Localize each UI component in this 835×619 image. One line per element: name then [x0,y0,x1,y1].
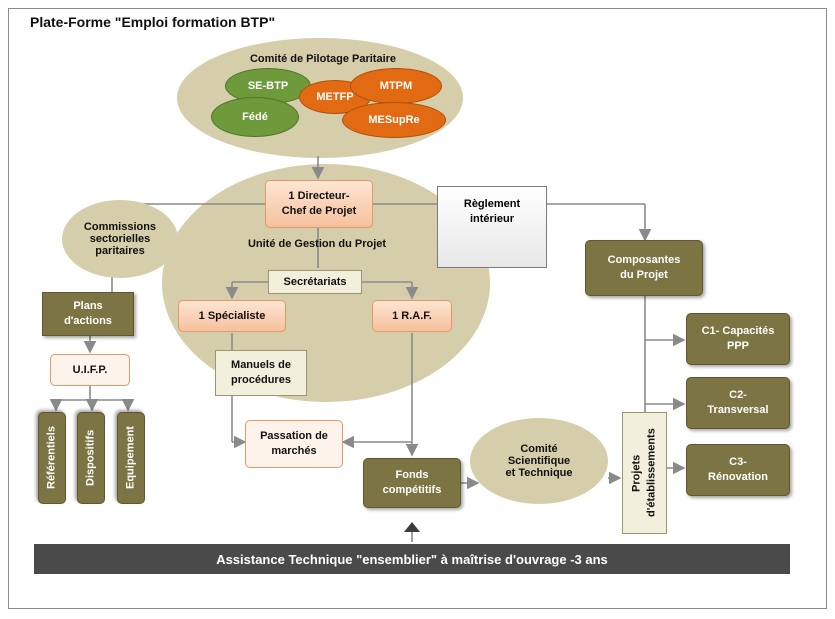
plans-box: Plans d'actions [42,292,134,336]
component-c1: C1- Capacités PPP [686,313,790,365]
assistance-banner: Assistance Technique "ensemblier" à maît… [34,544,790,574]
dispositifs-box: Dispositifs [77,412,105,504]
directeur-box: 1 Directeur- Chef de Projet [265,180,373,228]
specialiste-box: 1 Spécialiste [178,300,286,332]
member-fede: Fédé [211,97,299,137]
reglement-doc: Règlement intérieur [437,186,547,268]
reglement-label: Règlement intérieur [463,198,521,225]
composantes-box: Composantes du Projet [585,240,703,296]
referentiels-box: Référentiels [38,412,66,504]
diagram-title: Plate-Forme "Emploi formation BTP" [30,14,276,30]
member-mtpm: MTPM [350,68,442,104]
pilotage-label: Comité de Pilotage Paritaire [249,53,397,65]
raf-box: 1 R.A.F. [372,300,452,332]
uifp-box: U.I.F.P. [50,354,130,386]
manuels-box: Manuels de procédures [215,350,307,396]
equipement-box: Equipement [117,412,145,504]
member-mesupre: MESupRe [342,102,446,138]
commissions-ellipse: Commissions sectorielles paritaires [62,200,178,278]
fonds-box: Fonds compétitifs [363,458,461,508]
passation-box: Passation de marchés [245,420,343,468]
projets-box: Projets d'établissements [622,412,667,534]
secretariats-box: Secrétariats [268,270,362,294]
comite-scientifique-ellipse: Comité Scientifique et Technique [470,418,608,504]
component-c2: C2- Transversal [686,377,790,429]
ugp-label: Unité de Gestion du Projet [247,238,387,250]
component-c3: C3- Rénovation [686,444,790,496]
